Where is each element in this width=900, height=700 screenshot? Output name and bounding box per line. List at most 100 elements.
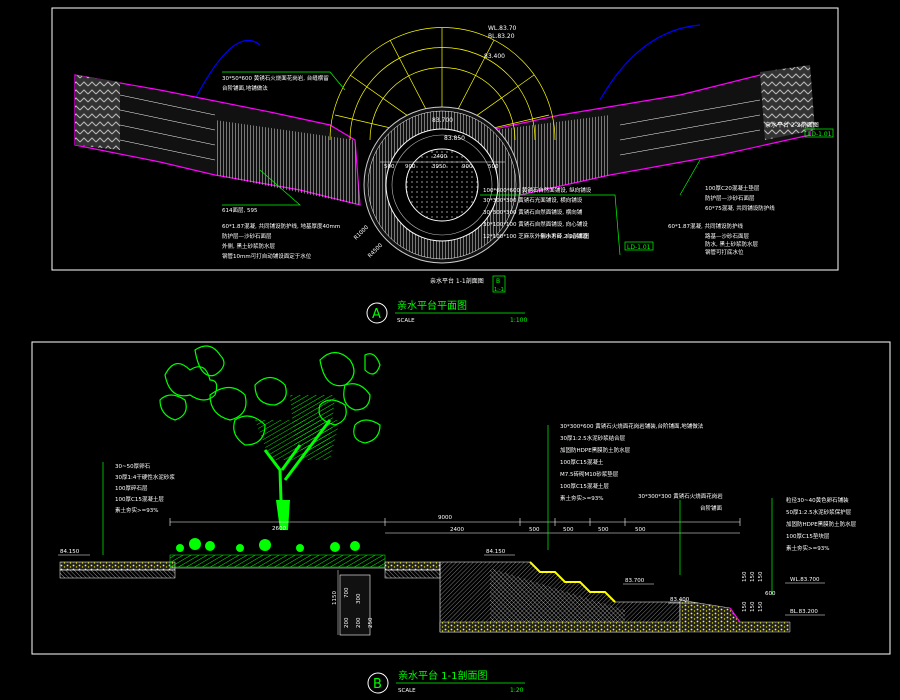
svg-text:R1000: R1000 <box>353 224 370 241</box>
svg-text:30*300*300 黄锈石自然面铺设, 横向铺: 30*300*300 黄锈石自然面铺设, 横向铺 <box>483 208 583 216</box>
svg-text:60*1.87混凝, 共同铺设防护线, 地基厚度40mm: 60*1.87混凝, 共同铺设防护线, 地基厚度40mm <box>222 222 340 230</box>
section-scale-value: 1:20 <box>510 687 524 694</box>
svg-text:亲水平台 1-1剖面图: 亲水平台 1-1剖面图 <box>430 277 484 285</box>
svg-text:亲水平台 2-2剖面图: 亲水平台 2-2剖面图 <box>765 121 819 129</box>
section-ground-left <box>59 554 441 636</box>
svg-text:30~50厚卵石: 30~50厚卵石 <box>115 462 151 470</box>
svg-text:100厚C15混凝土层: 100厚C15混凝土层 <box>560 482 609 490</box>
svg-text:12*100*100 芝麻灰外侧小方砖, 向心铺设: 12*100*100 芝麻灰外侧小方砖, 向心铺设 <box>483 232 588 240</box>
section-title-block: B 亲水平台 1-1剖面图 SCALE 1:20 <box>367 669 525 694</box>
svg-text:30厚1:4干硬性水泥砂浆: 30厚1:4干硬性水泥砂浆 <box>115 473 175 481</box>
svg-text:500: 500 <box>384 164 395 170</box>
svg-text:200: 200 <box>344 617 350 628</box>
svg-text:30*300*600 黄锈石火烧面花岗岩铺装,台阶铺面,地铺: 30*300*600 黄锈石火烧面花岗岩铺装,台阶铺面,地铺做法 <box>560 422 704 430</box>
plan-title: 亲水平台平面图 <box>397 299 467 312</box>
svg-text:500: 500 <box>635 527 646 533</box>
svg-text:150: 150 <box>742 601 748 612</box>
svg-text:R4500: R4500 <box>367 242 384 259</box>
svg-text:900: 900 <box>462 164 473 170</box>
svg-text:M7.5砖砌M10砂浆垫层: M7.5砖砌M10砂浆垫层 <box>560 470 619 478</box>
plan-paving-right <box>489 65 815 201</box>
plan-notes-center: 100*600*600 黄锈石自然面铺设, 纵向铺设 30*300*300 黄锈… <box>483 186 592 240</box>
svg-text:2400: 2400 <box>450 527 464 533</box>
svg-text:500: 500 <box>563 527 574 533</box>
plan-center-section-ref: 亲水平台 2-2剖面图 LD-1.01 <box>540 232 654 251</box>
svg-text:150: 150 <box>750 571 756 582</box>
svg-text:700: 700 <box>344 587 350 598</box>
svg-text:30*300*300 黄锈石光面铺设, 横向铺设: 30*300*300 黄锈石光面铺设, 横向铺设 <box>483 196 583 204</box>
svg-text:B: B <box>496 278 500 285</box>
svg-text:防护层—沙砂石面层: 防护层—沙砂石面层 <box>705 194 755 202</box>
svg-text:防护层—沙砂石面层: 防护层—沙砂石面层 <box>222 232 272 240</box>
section-note-step: 30*300*300 黄锈石火烧面花岗岩 台阶铺面 <box>638 492 723 512</box>
svg-text:WL.83.700: WL.83.700 <box>790 577 820 583</box>
svg-text:250: 250 <box>368 617 374 628</box>
svg-text:素土夯实>=93%: 素土夯实>=93% <box>115 506 158 514</box>
svg-text:1150: 1150 <box>332 591 338 605</box>
svg-text:路基—沙砂石面层: 路基—沙砂石面层 <box>705 232 750 240</box>
section-notes-right: 粒径30~40黄色卵石铺装 50厚1:2.5水泥砂浆保护层 加固防HDPE黑膜防… <box>786 496 857 552</box>
plan-section-ref: 亲水平台 1-1剖面图 B 1:-1 <box>430 275 506 293</box>
plan-marker: A <box>372 307 381 322</box>
section-scale-label: SCALE <box>398 688 416 694</box>
plan-notes-right: 100厚C20混凝土垫层 防护层—沙砂石面层 60*75混凝, 共同铺设防护线 … <box>668 184 775 256</box>
svg-text:1:-1: 1:-1 <box>494 287 504 293</box>
svg-text:100厚C15混凝土层: 100厚C15混凝土层 <box>115 495 164 503</box>
svg-text:150: 150 <box>758 571 764 582</box>
plan-frame <box>51 7 839 271</box>
svg-text:素土夯实>=93%: 素土夯实>=93% <box>560 494 603 502</box>
svg-text:500: 500 <box>488 164 499 170</box>
svg-text:84.150: 84.150 <box>486 549 506 555</box>
svg-text:84.150: 84.150 <box>60 549 80 555</box>
plan-elev-center-top: 83.700 <box>432 117 453 124</box>
plan-elev-center-mid: 83.850 <box>444 135 465 142</box>
svg-text:83.700: 83.700 <box>625 578 645 584</box>
plan-blue-arc-right <box>599 24 701 101</box>
plan-right-section-ref: 亲水平台 2-2剖面图 LD-1.01 <box>765 121 834 138</box>
svg-text:500: 500 <box>598 527 609 533</box>
svg-text:LD-1.01: LD-1.01 <box>627 244 651 251</box>
svg-text:150: 150 <box>750 601 756 612</box>
svg-text:100厚C15垫块层: 100厚C15垫块层 <box>786 532 830 540</box>
plan-notes-left-top: 30*50*600 黄锈石火烧面花岗岩, 台缝横留 台阶铺面,地铺做法 <box>222 74 329 92</box>
plan-elev-top-2: BL.83.20 <box>488 33 515 40</box>
plan-elev-top-1: WL.83.70 <box>488 25 517 32</box>
section-dims-right-vertical: 150 150 150 150 150 150 600 <box>742 571 776 612</box>
section-dims-top <box>169 518 741 534</box>
svg-text:台阶铺面,地铺做法: 台阶铺面,地铺做法 <box>222 84 268 92</box>
svg-text:钢管10mm可打自动铺设面定于水位: 钢管10mm可打自动铺设面定于水位 <box>222 252 312 260</box>
svg-text:素土夯实>=93%: 素土夯实>=93% <box>786 544 829 552</box>
svg-text:钢管可打底水位: 钢管可打底水位 <box>705 248 744 256</box>
svg-text:9000: 9000 <box>438 515 452 521</box>
svg-text:加固防HDPE黑膜防土防水层: 加固防HDPE黑膜防土防水层 <box>786 520 857 528</box>
svg-text:外侧, 黑土砂浆防水层: 外侧, 黑土砂浆防水层 <box>222 242 275 250</box>
svg-text:台阶铺面: 台阶铺面 <box>700 504 723 512</box>
svg-text:100厚C15混凝土: 100厚C15混凝土 <box>560 458 604 466</box>
plan-center-circle <box>363 106 521 264</box>
section-frame <box>31 341 891 655</box>
svg-text:加固防HDPE黑膜防土防水层: 加固防HDPE黑膜防土防水层 <box>560 446 631 454</box>
section-dim-texts: 2600 9000 2400 500 500 500 500 <box>272 515 646 533</box>
plan-notes-left-bottom: 614面层, 595 60*1.87混凝, 共同铺设防护线, 地基厚度40mm … <box>222 207 340 260</box>
svg-text:LD-1.01: LD-1.01 <box>808 131 832 138</box>
svg-text:60*1.87混凝, 共同铺设防护线: 60*1.87混凝, 共同铺设防护线 <box>668 222 743 230</box>
svg-text:150: 150 <box>758 601 764 612</box>
section-notes-left: 30~50厚卵石 30厚1:4干硬性水泥砂浆 100厚碎石层 100厚C15混凝… <box>115 462 175 514</box>
plan-scale-label: SCALE <box>397 318 415 324</box>
svg-text:60*75混凝, 共同铺设防护线: 60*75混凝, 共同铺设防护线 <box>705 204 775 212</box>
svg-text:100厚碎石层: 100厚碎石层 <box>115 484 148 492</box>
section-steps <box>439 561 791 633</box>
svg-text:30*300*300 黄锈石火烧面花岗岩: 30*300*300 黄锈石火烧面花岗岩 <box>638 492 723 500</box>
svg-text:30*50*600 黄锈石火烧面花岗岩, 台缝横留: 30*50*600 黄锈石火烧面花岗岩, 台缝横留 <box>222 74 329 82</box>
section-marker: B <box>373 677 382 692</box>
section-dims-vertical: 1150 700 300 200 200 250 <box>332 570 374 635</box>
svg-text:30*100*100 黄锈石自然面铺设, 向心铺设: 30*100*100 黄锈石自然面铺设, 向心铺设 <box>483 220 588 228</box>
svg-text:2600: 2600 <box>272 526 286 532</box>
plan-title-block: A 亲水平台平面图 SCALE 1:100 <box>366 299 527 324</box>
svg-text:50厚1:2.5水泥砂浆保护层: 50厚1:2.5水泥砂浆保护层 <box>786 508 852 516</box>
section-leaders <box>102 425 773 595</box>
section-title: 亲水平台 1-1剖面图 <box>398 669 488 682</box>
svg-text:粒径30~40黄色卵石铺装: 粒径30~40黄色卵石铺装 <box>786 496 849 504</box>
section-elevations: 84.150 84.150 83.700 83.400 WL.83.700 BL… <box>58 549 825 616</box>
